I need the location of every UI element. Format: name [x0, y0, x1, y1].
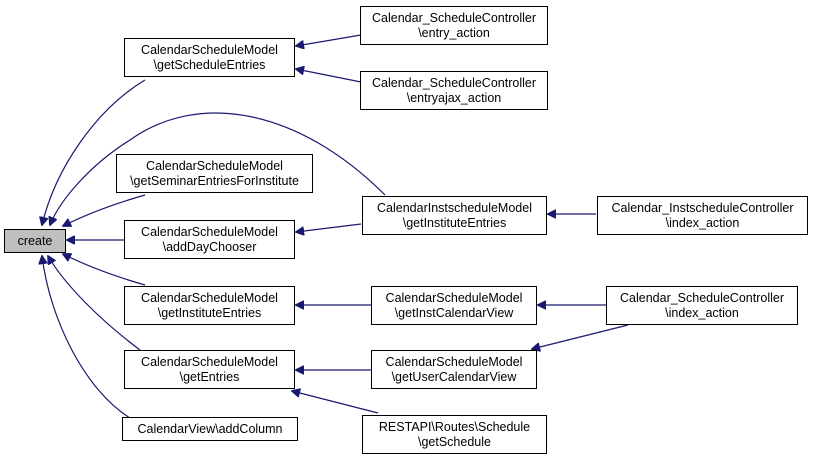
node-label: \index_action [665, 305, 739, 320]
node-cs-addDayChooser[interactable]: CalendarScheduleModel \addDayChooser [124, 220, 295, 259]
node-label: CalendarScheduleModel [385, 290, 523, 305]
edge-getSchedule-to-getEntries [292, 391, 379, 414]
node-rest-getSchedule[interactable]: RESTAPI\Routes\Schedule \getSchedule [362, 415, 547, 454]
node-label: \entryajax_action [406, 90, 502, 105]
node-label: CalendarScheduleModel [146, 158, 283, 173]
edge-cis-getInstituteEntries-to-create [50, 112, 386, 225]
node-label: \getInstCalendarView [394, 305, 514, 320]
node-csc-entryajax-action[interactable]: Calendar_ScheduleController \entryajax_a… [360, 71, 548, 110]
edge-cis-getInstituteEntries-to-addDayChooser [296, 223, 362, 232]
node-create: create [4, 229, 66, 253]
node-label: \getInstituteEntries [402, 215, 507, 230]
node-cs-getScheduleEntries[interactable]: CalendarScheduleModel \getScheduleEntrie… [124, 38, 295, 77]
edge-getScheduleEntries-to-create [42, 79, 146, 225]
node-label: CalendarScheduleModel [385, 354, 523, 369]
node-label: create [17, 233, 53, 248]
node-label: CalendarScheduleModel [141, 354, 278, 369]
edge-addColumn-to-create [42, 256, 131, 419]
node-label: CalendarScheduleModel [141, 224, 278, 239]
node-csc-index-action[interactable]: Calendar_ScheduleController \index_actio… [606, 286, 798, 325]
node-label: \getScheduleEntries [153, 57, 266, 72]
node-label: \entry_action [418, 25, 490, 40]
node-label: CalendarInstscheduleModel [377, 200, 532, 215]
node-label: \addDayChooser [162, 239, 257, 254]
edge-cs-getInstituteEntries-to-create [63, 254, 146, 286]
node-cs-getSeminarEntriesForInstitute[interactable]: CalendarScheduleModel \getSeminarEntries… [116, 154, 313, 193]
edge-getEntries-to-create [48, 256, 141, 351]
node-label: CalendarScheduleModel [141, 290, 278, 305]
node-cic-index-action[interactable]: Calendar_InstscheduleController \index_a… [597, 196, 808, 235]
node-label: \getEntries [179, 369, 240, 384]
edge-entryajax-action-to-getScheduleEntries [296, 69, 362, 83]
edge-csc-index-action-to-getUserCalendarView [532, 324, 629, 349]
node-label: Calendar_ScheduleController [372, 10, 536, 25]
node-label: \getSchedule [418, 434, 491, 449]
node-cs-getEntries[interactable]: CalendarScheduleModel \getEntries [124, 350, 295, 389]
node-cs-getUserCalendarView[interactable]: CalendarScheduleModel \getUserCalendarVi… [371, 350, 537, 389]
node-label: Calendar_InstscheduleController [611, 200, 794, 215]
node-label: \getUserCalendarView [391, 369, 517, 384]
node-label: \index_action [665, 215, 740, 230]
node-cs-getInstituteEntries[interactable]: CalendarScheduleModel \getInstituteEntri… [124, 286, 295, 325]
node-cv-addColumn[interactable]: CalendarView\addColumn [122, 417, 298, 441]
node-label: \getInstituteEntries [157, 305, 262, 320]
node-csc-entry-action[interactable]: Calendar_ScheduleController \entry_actio… [360, 6, 548, 45]
node-label: CalendarScheduleModel [141, 42, 278, 57]
node-label: CalendarView\addColumn [137, 421, 283, 436]
node-cis-getInstituteEntries[interactable]: CalendarInstscheduleModel \getInstituteE… [362, 196, 547, 235]
node-label: Calendar_ScheduleController [372, 75, 536, 90]
edge-entry-action-to-getScheduleEntries [296, 34, 362, 46]
node-label: RESTAPI\Routes\Schedule [378, 419, 531, 434]
edge-getSeminarEntries-to-create [63, 194, 146, 226]
node-cs-getInstCalendarView[interactable]: CalendarScheduleModel \getInstCalendarVi… [371, 286, 537, 325]
node-label: \getSeminarEntriesForInstitute [130, 173, 299, 188]
node-label: Calendar_ScheduleController [620, 290, 784, 305]
